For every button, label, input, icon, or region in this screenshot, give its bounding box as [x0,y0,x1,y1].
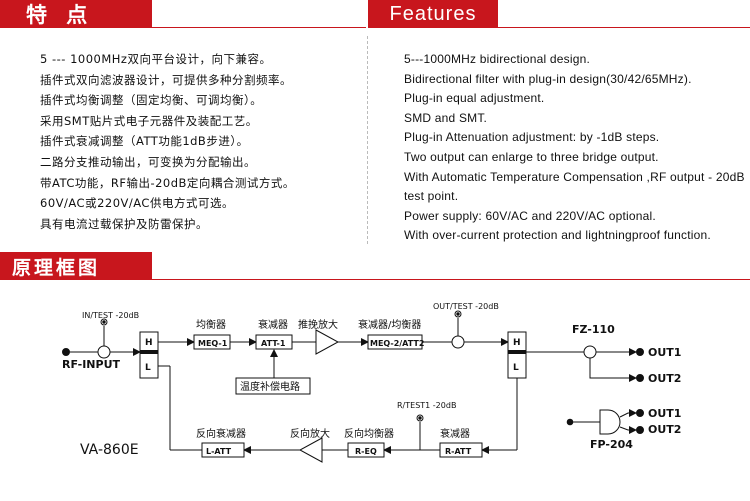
push-amp-label: 推挽放大 [298,318,338,331]
header-rule [152,27,366,28]
in-test-coupler [97,345,111,359]
meq2-label: MEQ-2/ATT2 [370,339,424,348]
list-item: 60V/AC或220V/AC供电方式可选。 [40,196,234,211]
header-rule [498,27,750,28]
filter-right-l: L [513,363,519,373]
out1-label: OUT1 [648,346,681,359]
rf-input-label: RF-INPUT [62,358,121,371]
r-test-label: R/TEST1 -20dB [397,401,456,410]
out2-label: OUT2 [648,372,681,385]
list-item: 5---1000MHz bidirectional design. [404,52,591,66]
list-item: With over-current protection and lightni… [404,228,711,243]
eq-label: 均衡器 [196,319,226,331]
reverse-amp [298,437,323,463]
out-test-label: OUT/TEST -20dB [433,302,499,311]
features-en-list: 5---1000MHz bidirectional design. Bidire… [404,50,749,246]
in-test-label: IN/TEST -20dB [82,311,139,320]
list-item: 插件式均衡调整（固定均衡、可调均衡）。 [40,93,263,108]
diplex-filter-left [139,331,159,379]
meq1-label: MEQ-1 [198,339,228,348]
rev-att-label: 反向衰减器 [196,427,246,440]
att-eq-label: 衰减器/均衡器 [358,318,421,331]
latt-label: L-ATT [206,447,232,456]
list-item: 采用SMT贴片式电子元器件及装配工艺。 [40,113,258,128]
list-item: 5 --- 1000MHz双向平台设计，向下兼容。 [40,52,272,66]
ratt-label: R-ATT [445,447,472,456]
list-item: 二路分支推动输出，可变换为分配输出。 [40,154,256,169]
block-diagram: IN/TEST -20dB RF-INPUT H L 均衡器 MEQ-1 衰减器… [62,302,681,463]
list-item: Power supply: 60V/AC and 220V/AC optiona… [404,208,656,223]
list-item: 带ATC功能，RF输出-20dB定向耦合测试方式。 [40,175,295,190]
fp204-splitter [599,409,621,435]
header-block-diagram: 原理框图 [0,252,750,280]
temp-comp-label: 温度补偿电路 [240,380,300,393]
list-item: 具有电流过载保护及防雷保护。 [40,216,208,231]
list-item: SMD and SMT. [404,110,488,125]
fp204-label: FP-204 [590,438,633,451]
filter-left-l: L [145,363,151,373]
req-label: R-EQ [355,447,377,456]
out-test-coupler [451,335,465,349]
features-cn-list: 5 --- 1000MHz双向平台设计，向下兼容。 插件式双向滤波器设计，可提供… [40,49,360,234]
header-rule [152,279,750,280]
push-pull-amp [315,329,340,355]
list-item: Two output can enlarge to three bridge o… [404,149,659,164]
list-item: 插件式衰减调整（ATT功能1dB步进）。 [40,134,249,149]
list-item: With Automatic Temperature Compensation … [404,169,745,204]
filter-right-h: H [513,338,521,348]
list-item: Plug-in Attenuation adjustment: by -1dB … [404,130,660,145]
filter-left-h: H [145,338,153,348]
header-features-cn-title: 特 点 [0,0,152,28]
fp-out1-label: OUT1 [648,407,681,420]
rf-input-terminal [62,348,70,356]
column-divider [367,36,369,244]
list-item: 插件式双向滤波器设计，可提供多种分割频率。 [40,72,292,87]
att-label-2: 衰减器 [440,427,470,440]
att-label: 衰减器 [258,318,288,331]
header-features-en: Features [368,0,750,28]
rev-eq-label: 反向均衡器 [344,427,394,440]
fp-out2-label: OUT2 [648,423,681,436]
header-block-diagram-title: 原理框图 [0,252,152,280]
header-features-en-title: Features [368,0,498,28]
header-features-cn: 特 点 [0,0,366,28]
att1-label: ATT-1 [261,339,286,348]
list-item: Plug-in equal adjustment. [404,91,545,106]
temp-comp-block [235,377,311,395]
rev-amp-label: 反向放大 [290,427,330,440]
list-item: Bidirectional filter with plug-in design… [404,71,692,86]
fz110-splitter [583,345,597,359]
model-label: VA-860E [80,442,139,458]
fz110-label: FZ-110 [572,323,615,336]
